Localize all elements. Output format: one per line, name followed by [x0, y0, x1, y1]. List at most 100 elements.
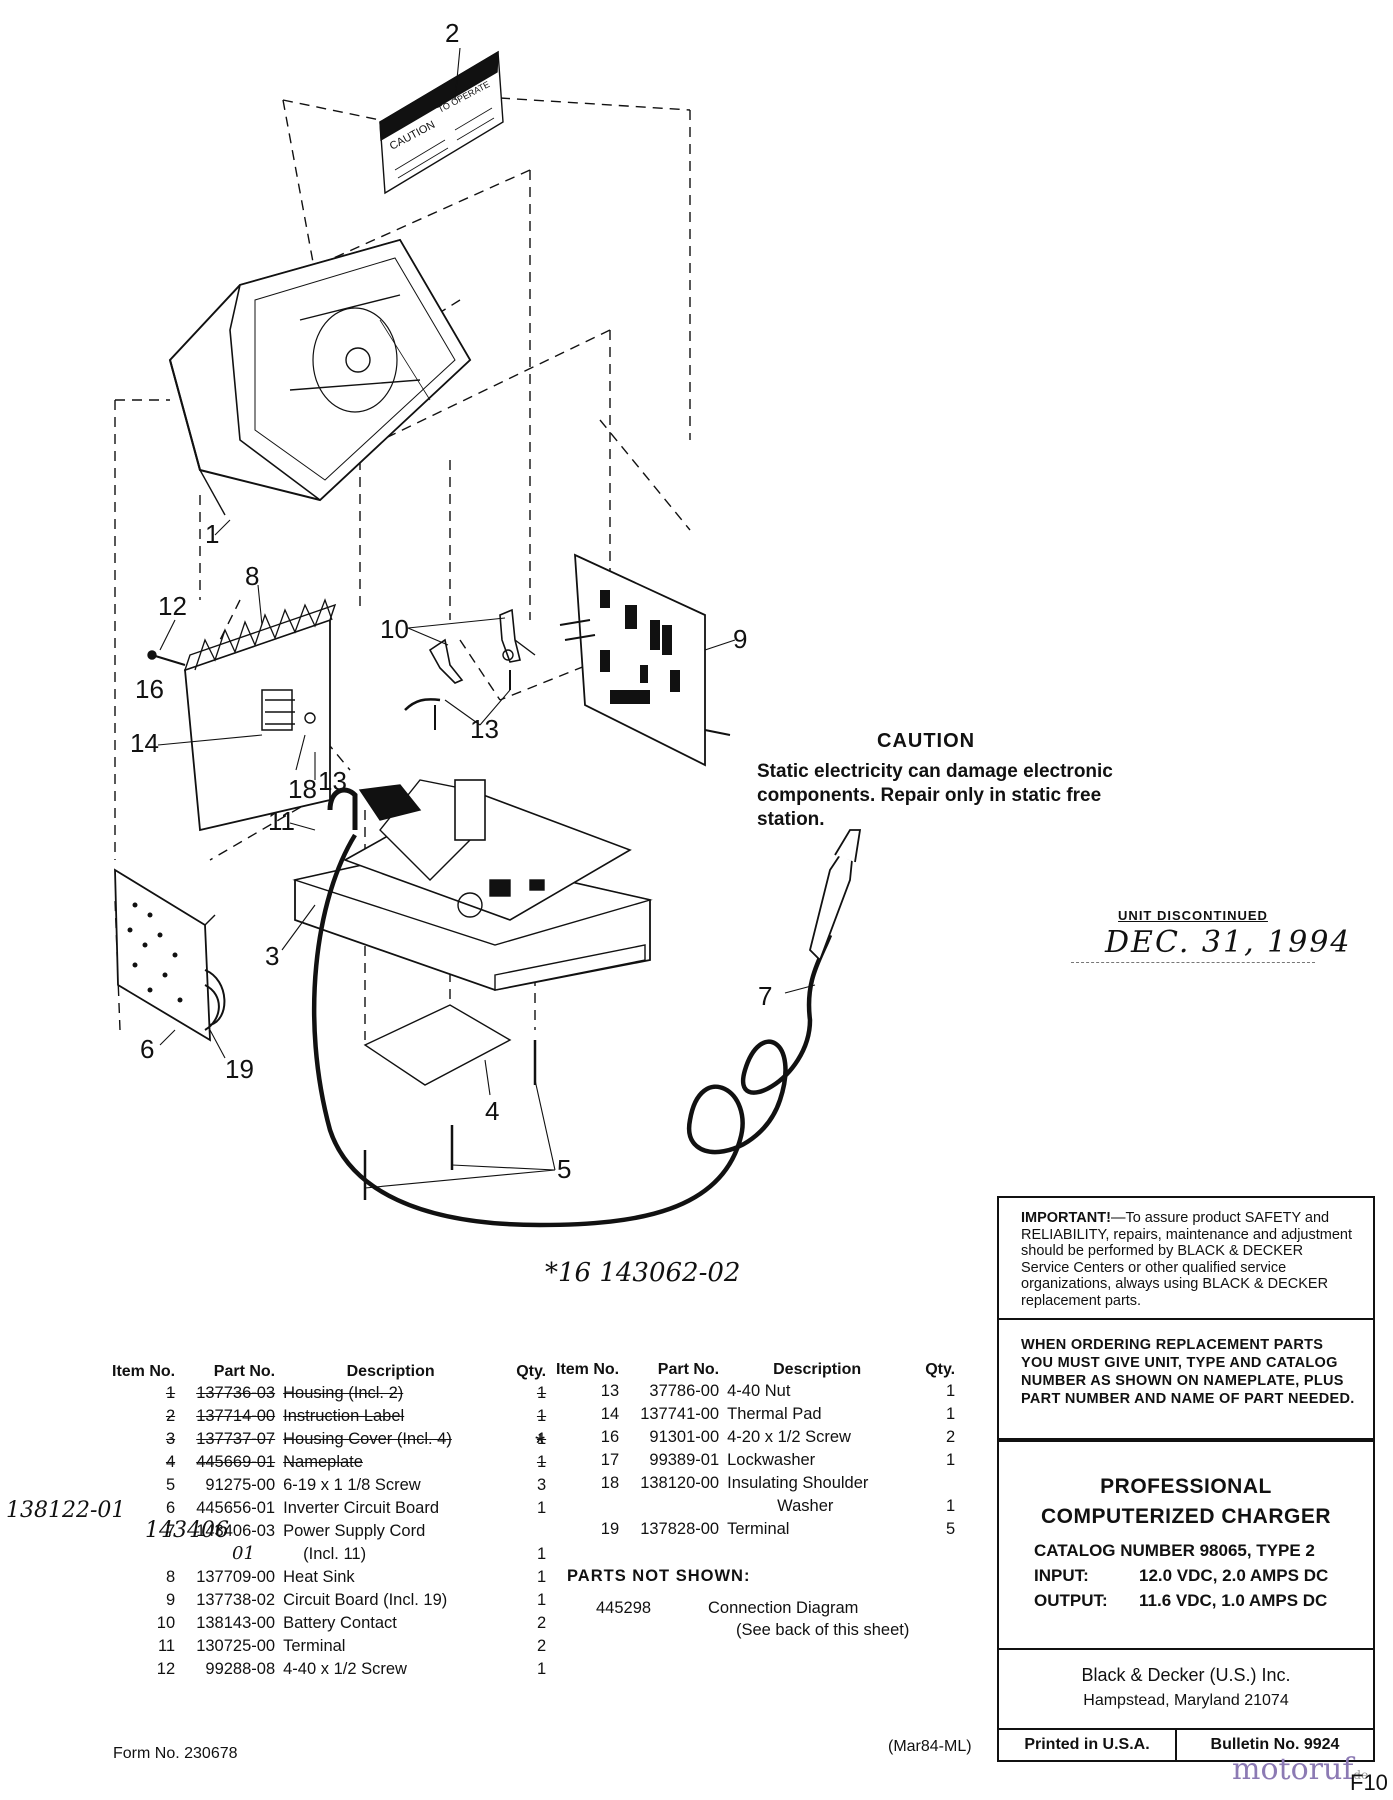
- cell-item: 3: [165, 1430, 176, 1448]
- housing-part: [168, 238, 472, 516]
- cell-qty: 1: [945, 1497, 956, 1515]
- unit-discontinued-label: UNIT DISCONTINUED: [1118, 908, 1268, 923]
- cell-item: 11: [157, 1637, 176, 1655]
- callout-11: 11: [268, 806, 295, 836]
- caution-title: CAUTION: [877, 730, 976, 752]
- cell-qty: 1: [945, 1382, 956, 1400]
- header-item: Item No.: [112, 1363, 176, 1380]
- important-lead: IMPORTANT!: [1021, 1210, 1111, 1226]
- cell-item: 1: [165, 1384, 176, 1402]
- cell-description: (Incl. 11): [303, 1545, 367, 1563]
- divider: [1175, 1730, 1177, 1760]
- header-qty: Qty.: [925, 1361, 956, 1378]
- discontinued-date: DEC. 31, 1994: [1105, 925, 1352, 960]
- callout-3: 3: [265, 941, 279, 971]
- cell-qty: [502, 1518, 550, 1541]
- divider: [1071, 962, 1315, 963]
- callout-2: 2: [445, 18, 459, 48]
- header-item: Item No.: [556, 1361, 620, 1378]
- cell-part: 143406-03: [196, 1522, 276, 1540]
- cell-description: Terminal: [283, 1637, 346, 1655]
- cell-description: 6-19 x 1 1/8 Screw: [283, 1476, 421, 1494]
- bottom-screws-part: [363, 1040, 537, 1200]
- cell-description: Inverter Circuit Board: [283, 1499, 440, 1517]
- cell-part: 137709-00: [196, 1568, 276, 1586]
- callout-19: 19: [225, 1054, 254, 1084]
- handwritten-note-16: *16 143062-02: [545, 1258, 741, 1288]
- cell-part: 137736-03: [196, 1384, 276, 1402]
- callout-17: 16: [135, 674, 164, 704]
- cell-part: [179, 1541, 279, 1564]
- cell-description: Instruction Label: [283, 1407, 405, 1425]
- callout-14: 14: [130, 728, 159, 758]
- input-value: 12.0 VDC, 2.0 AMPS DC: [1139, 1566, 1329, 1585]
- cell-item: 6: [165, 1499, 176, 1517]
- cell-item: 4: [165, 1453, 176, 1471]
- parts-not-shown-part: 445298: [596, 1599, 652, 1617]
- header-part: Part No.: [213, 1363, 276, 1380]
- callout-5: 5: [557, 1154, 571, 1184]
- handwritten-note-6: 138122-01: [6, 1498, 126, 1523]
- exploded-parts-diagram: CAUTION TO OPERATE: [114, 18, 862, 1228]
- callout-10: 10: [380, 614, 409, 644]
- cell-qty: [911, 1470, 959, 1493]
- cell-part: 137828-00: [640, 1520, 720, 1538]
- cell-description: Insulating Shoulder: [727, 1474, 869, 1492]
- cell-part: 137714-00: [196, 1407, 276, 1425]
- cell-description: Nameplate: [283, 1453, 363, 1471]
- cell-item: 14: [600, 1405, 620, 1423]
- cell-description: Battery Contact: [283, 1614, 397, 1632]
- form-number: Form No. 230678: [113, 1745, 238, 1762]
- cell-part: 138143-00: [196, 1614, 276, 1632]
- watermark-text: motoruf: [1232, 1752, 1354, 1787]
- cell-part: 137738-02: [196, 1591, 276, 1609]
- cell-description: Heat Sink: [283, 1568, 355, 1586]
- inverter-board-part: [114, 868, 226, 1042]
- callout-6: 6: [140, 1034, 154, 1064]
- cell-item: 18: [600, 1474, 620, 1492]
- output-value: 11.6 VDC, 1.0 AMPS DC: [1139, 1591, 1328, 1610]
- cell-description: Power Supply Cord: [283, 1522, 426, 1540]
- cell-description: 4-40 x 1/2 Screw: [283, 1660, 407, 1678]
- table-row: 2 137714-00 Instruction Label 1: [108, 1403, 550, 1426]
- cell-description: Lockwasher: [727, 1451, 816, 1469]
- cell-qty: 2: [536, 1637, 547, 1655]
- cell-qty: 1: [536, 1499, 547, 1517]
- heat-sink-part: [183, 598, 337, 832]
- cell-description: Housing (Incl. 2): [283, 1384, 404, 1402]
- watermark-sup: de: [1353, 1768, 1369, 1782]
- cell-description: Terminal: [727, 1520, 790, 1538]
- cell-description: Circuit Board (Incl. 19): [283, 1591, 448, 1609]
- printed-in: Printed in U.S.A.: [1024, 1736, 1150, 1753]
- cell-part: 99389-01: [649, 1451, 720, 1469]
- callout-7: 7: [758, 981, 772, 1011]
- cell-qty: 1: [536, 1384, 547, 1402]
- nameplate-part: [363, 1004, 512, 1086]
- cell-qty: 1: [536, 1545, 547, 1563]
- parts-not-shown-desc: Connection Diagram: [708, 1599, 859, 1617]
- cell-item: 2: [165, 1407, 176, 1425]
- important-box: IMPORTANT!—To assure product SAFETY and …: [997, 1196, 1375, 1320]
- date-code: (Mar84-ML): [888, 1738, 972, 1755]
- callout-13: 13: [318, 766, 347, 796]
- cell-item: 16: [600, 1428, 620, 1446]
- cell-item: 9: [165, 1591, 176, 1609]
- cell-part: [623, 1493, 723, 1516]
- cell-item: 19: [600, 1520, 620, 1538]
- cell-qty: 1: [536, 1453, 547, 1471]
- cell-qty: 1: [536, 1591, 547, 1609]
- company-name: Black & Decker (U.S.) Inc.: [1081, 1665, 1291, 1685]
- screw-12-part: [147, 650, 186, 666]
- callout-leader-lines: [157, 47, 816, 1189]
- cell-description: Thermal Pad: [727, 1405, 822, 1423]
- cell-qty: 1: [536, 1407, 547, 1425]
